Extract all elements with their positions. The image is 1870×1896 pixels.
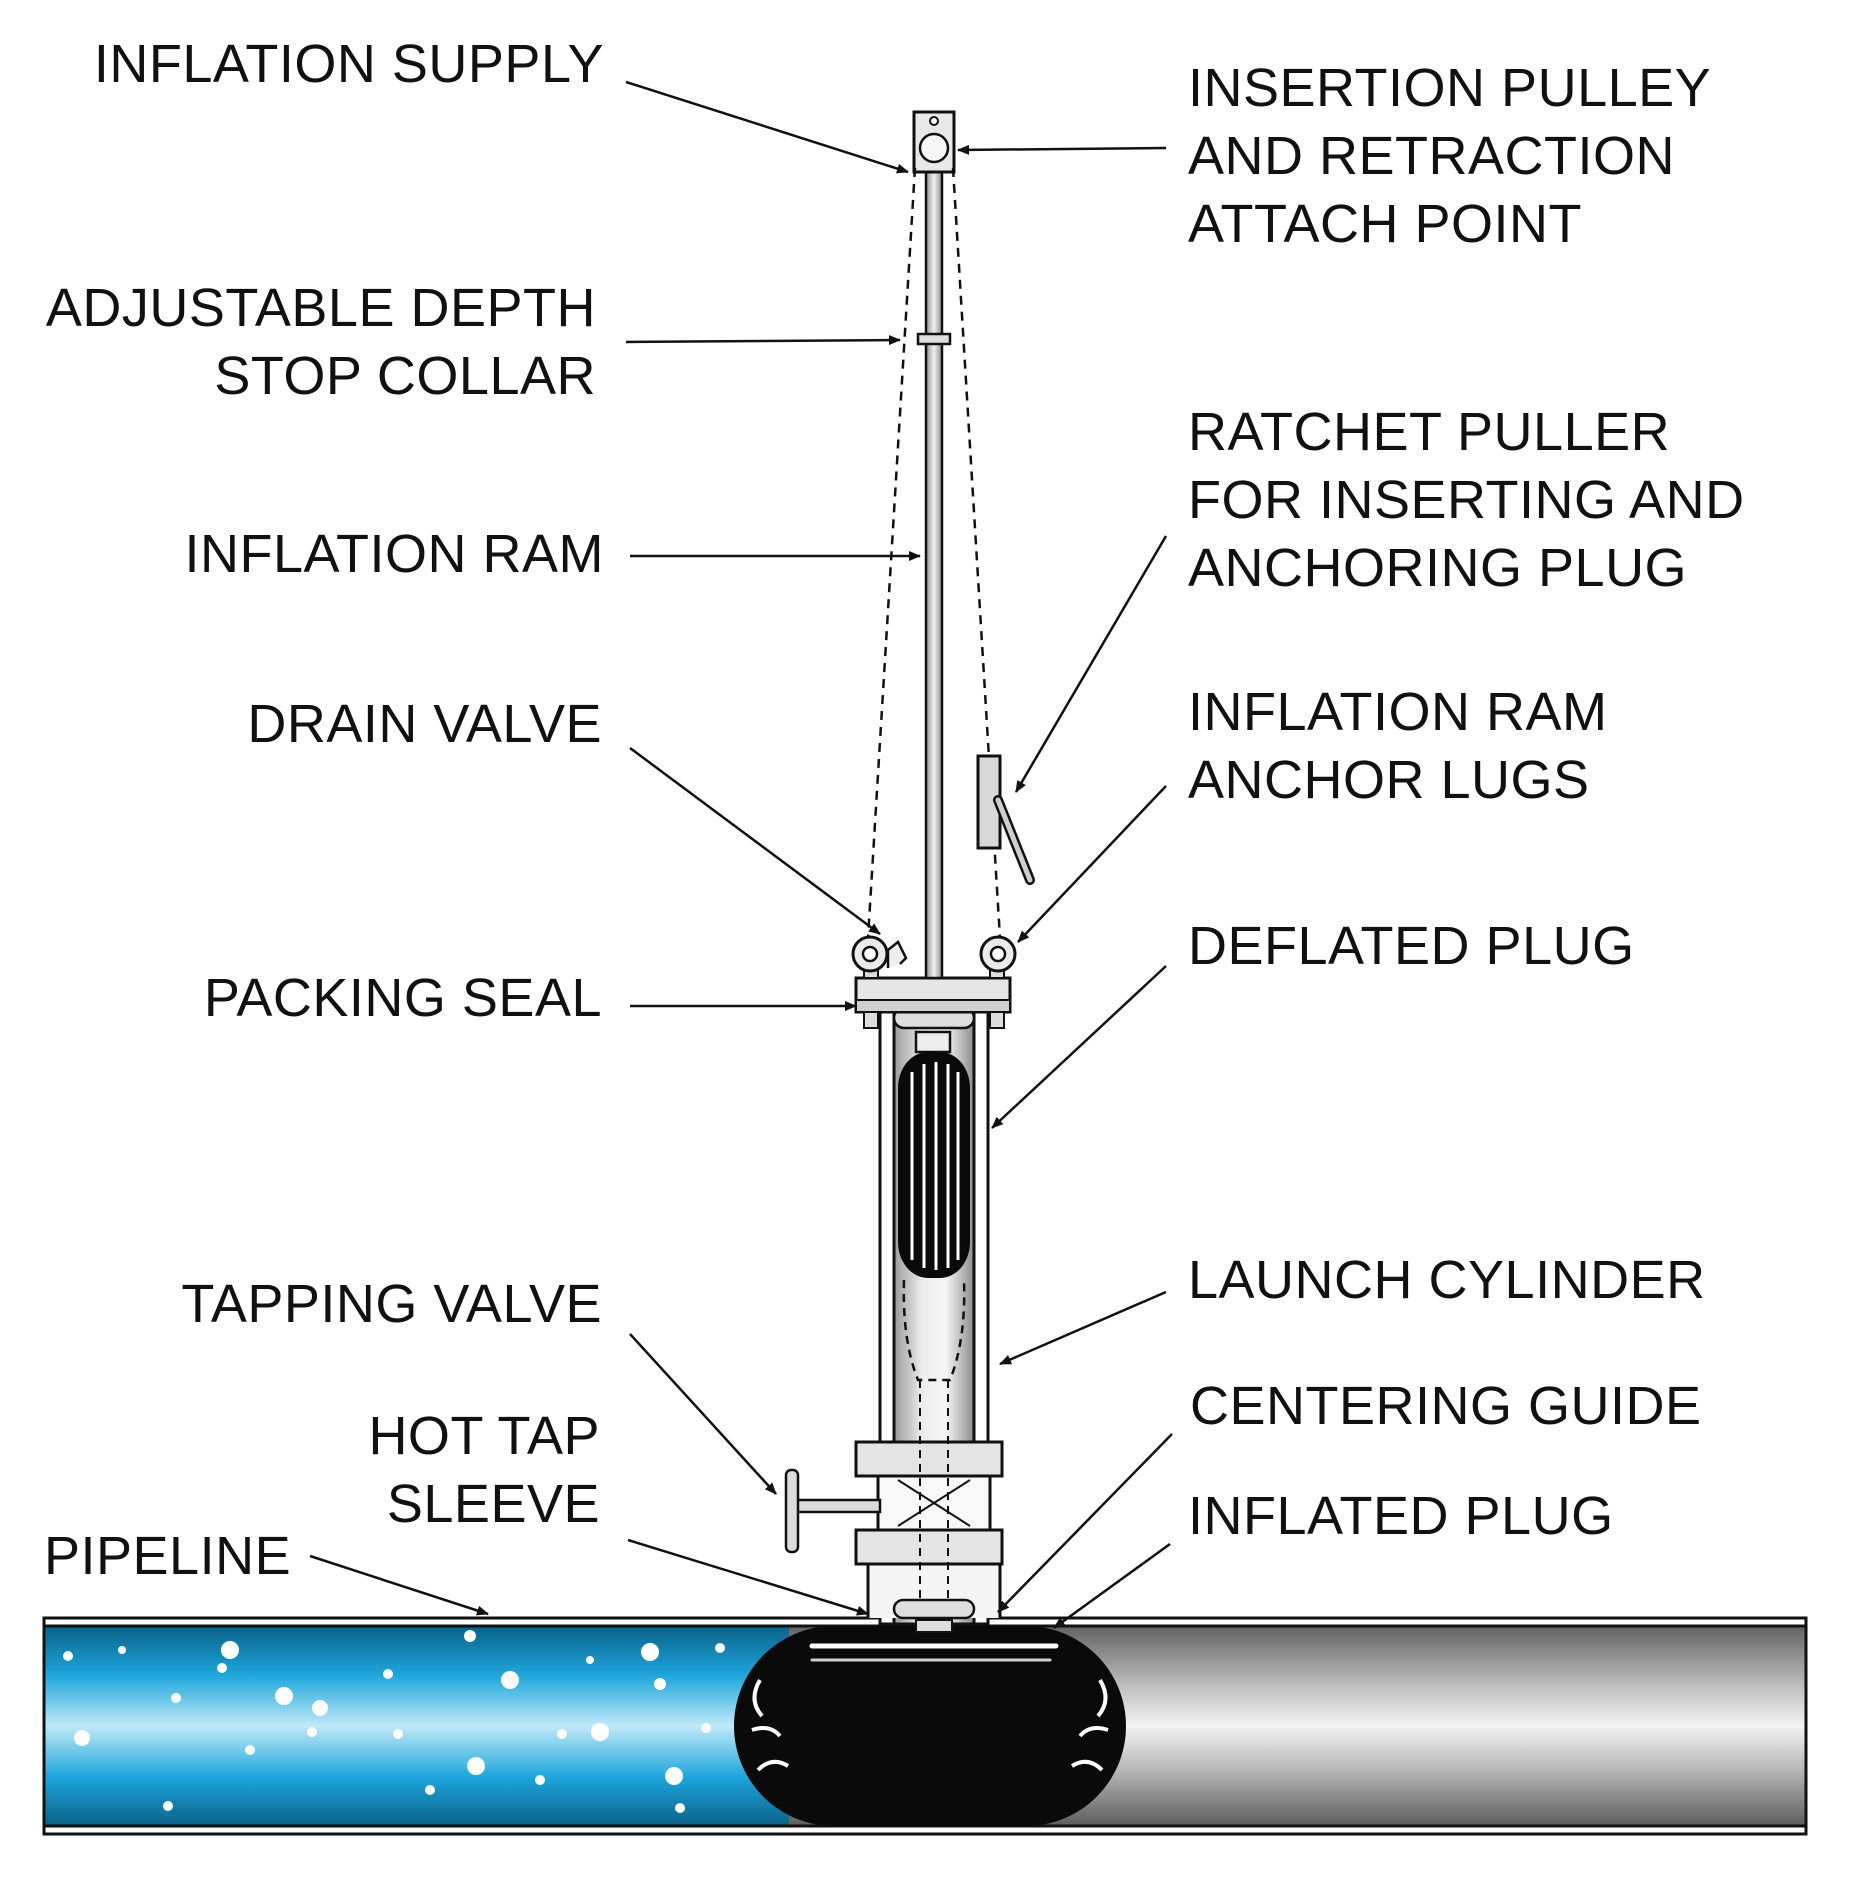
label-ratchet-puller: RATCHET PULLER FOR INSERTING AND ANCHORI…	[1188, 402, 1745, 598]
label-centering-guide: CENTERING GUIDE	[1190, 1376, 1702, 1436]
leader-inflated-plug	[1053, 1542, 1171, 1630]
label-packing-seal: PACKING SEAL	[203, 968, 602, 1028]
label-tapping-valve: TAPPING VALVE	[181, 1274, 602, 1334]
leader-tapping-valve	[629, 1333, 777, 1495]
label-pipeline: PIPELINE	[44, 1526, 292, 1586]
leader-hot-tap-sleeve	[627, 1538, 869, 1616]
leader-depth-collar	[625, 335, 901, 346]
insertion-pulley	[912, 110, 956, 174]
inflation-ram	[916, 168, 952, 980]
inflated-plug	[734, 1626, 1126, 1826]
leader-ratchet-puller	[1014, 535, 1168, 793]
leader-deflated-plug	[991, 965, 1167, 1129]
label-inflation-supply: INFLATION SUPPLY	[93, 34, 604, 94]
deflated-plug	[898, 1030, 970, 1620]
leader-centering-guide	[997, 1433, 1173, 1613]
label-inflation-ram: INFLATION RAM	[184, 524, 604, 584]
anchor-lugs	[851, 935, 1017, 973]
leader-insertion-pulley	[957, 144, 1167, 155]
leader-pipeline	[309, 1554, 489, 1616]
leader-drain-valve	[629, 746, 881, 936]
label-deflated-plug: DEFLATED PLUG	[1188, 916, 1635, 976]
leader-anchor-lugs	[1017, 785, 1167, 943]
drain-valve	[886, 940, 908, 968]
label-launch-cylinder: LAUNCH CYLINDER	[1188, 1250, 1706, 1310]
lower-flanges	[854, 1440, 1004, 1566]
label-adjustable-depth-stop-collar: ADJUSTABLE DEPTH STOP COLLAR	[45, 278, 596, 406]
leader-lines	[309, 80, 1173, 1630]
label-anchor-lugs: INFLATION RAM ANCHOR LUGS	[1188, 682, 1608, 810]
label-hot-tap-sleeve: HOT TAP SLEEVE	[368, 1406, 600, 1534]
leader-launch-cylinder	[999, 1290, 1167, 1366]
label-drain-valve: DRAIN VALVE	[247, 694, 602, 754]
water-bubbles	[63, 1630, 725, 1813]
label-insertion-pulley: INSERTION PULLEY AND RETRACTION ATTACH P…	[1188, 58, 1712, 254]
label-inflated-plug: INFLATED PLUG	[1188, 1486, 1614, 1546]
tapping-valve-handle	[784, 1468, 882, 1554]
ratchet-puller	[976, 754, 1035, 885]
leader-inflation-supply	[625, 80, 909, 174]
